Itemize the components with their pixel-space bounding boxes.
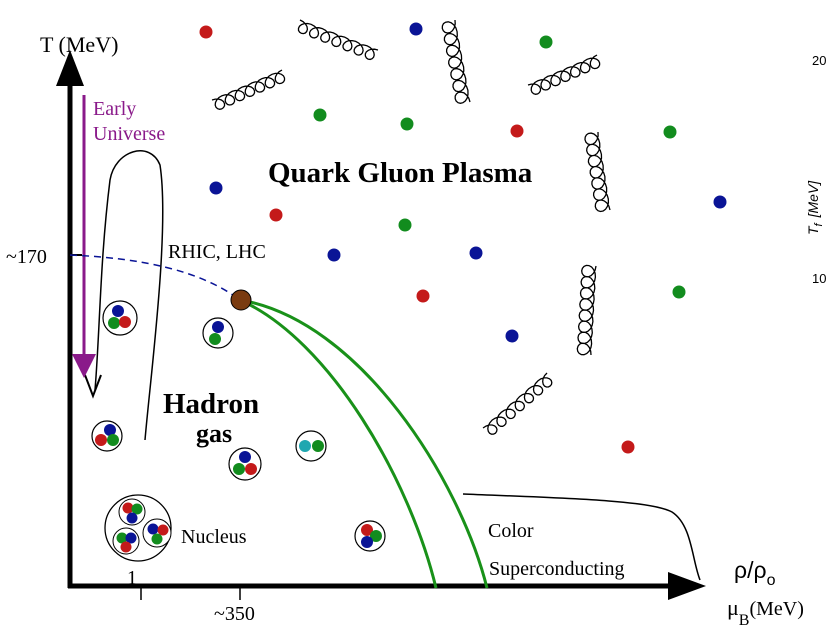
quark-dot [361,524,373,536]
quark-dot [713,195,727,209]
crossover-line [69,254,241,301]
hadron [228,447,262,481]
nucleus-label: Nucleus [181,526,247,548]
quark-dot [209,181,223,195]
gluon-coil [297,19,379,61]
color-superconducting-label-line1: Color [488,520,534,542]
quark-dot [151,533,163,545]
nucleus [104,494,172,562]
quark-dot [107,434,119,446]
hadron [202,317,234,349]
quark-dot [269,208,283,222]
quark-dot [469,246,483,260]
hadron-label-line1: Hadron [163,388,259,420]
quark-dot [199,25,213,39]
inset-tick-10: 10 [812,271,826,286]
hadrons [91,300,386,562]
quark-dot [120,541,132,553]
quark-dot [505,329,519,343]
quark-dot [370,530,382,542]
quark-dot [209,333,221,345]
quark-dot [95,434,107,446]
hadron-label-line2: gas [196,419,232,448]
gluon-coil [482,372,553,435]
x-axis-label-mu: μB(MeV) [727,595,804,629]
quark-dot [131,503,143,515]
x-axis-label-rho: ρ/ρo [734,557,776,589]
gluon-coil [441,19,471,104]
early-universe-trajectory: Early Universe [72,95,165,441]
quark-dot [313,108,327,122]
hadron [295,430,327,462]
hadron [102,300,138,336]
phase-boundary [239,298,489,589]
gluon-coil [584,131,611,213]
gluon-coil [576,264,597,356]
quark-dot [299,440,311,452]
gluon-coil [527,54,601,95]
color-superconducting-label-line2: Superconducting [489,558,625,580]
y-axis-arrowhead [56,50,84,86]
inset-y-label: Tf[MeV] [805,180,825,235]
color-superconducting-boundary [462,493,701,581]
quark-dot [409,22,423,36]
quark-dot [361,536,373,548]
quark-dot [112,305,124,317]
quark-dot [147,523,159,535]
quark-dot [125,532,137,544]
quark-dot [510,124,524,138]
phase-line-outer [239,298,489,589]
gluon-coil [211,69,286,110]
quark-dot [663,125,677,139]
quark-dot [116,532,128,544]
qgp-label: Quark Gluon Plasma [268,157,533,189]
quark-dot [672,285,686,299]
y-tick-label-170: ~170 [6,246,47,268]
quark-dot [122,502,134,514]
quark-dot [212,321,224,333]
quark-dot [416,289,430,303]
early-universe-label-line2: Universe [93,123,165,145]
quark-dot [539,35,553,49]
critical-point [230,289,252,311]
x-tick-label-350: ~350 [214,603,255,625]
quark-dot [104,424,116,436]
early-universe-loop-arrow [84,374,102,399]
quark-dot [108,317,120,329]
quark-dot [245,463,257,475]
inset-tick-20: 20 [812,53,826,68]
early-universe-label-line1: Early [93,98,136,120]
hadron [91,420,123,452]
x-axis-arrowhead [668,572,706,600]
quark-dot [239,451,251,463]
quark-dot [233,463,245,475]
quark-dot [400,117,414,131]
hadron [354,520,386,552]
phase-line-inner [239,298,438,589]
free-quarks [199,22,727,454]
rhic-lhc-label: RHIC, LHC [168,241,266,263]
quark-dot [327,248,341,262]
early-universe-loop [94,150,164,441]
inset-axis: 20 10 Tf[MeV] [805,53,826,286]
quark-dot [312,440,324,452]
gluon-springs [211,19,611,435]
x-tick-label-1: 1 [127,567,137,589]
quark-dot [157,524,169,536]
y-axis-label: T (MeV) [40,32,118,57]
quark-dot [126,512,138,524]
axes [56,50,706,600]
quark-dot [119,316,131,328]
quark-dot [398,218,412,232]
quark-dot [621,440,635,454]
